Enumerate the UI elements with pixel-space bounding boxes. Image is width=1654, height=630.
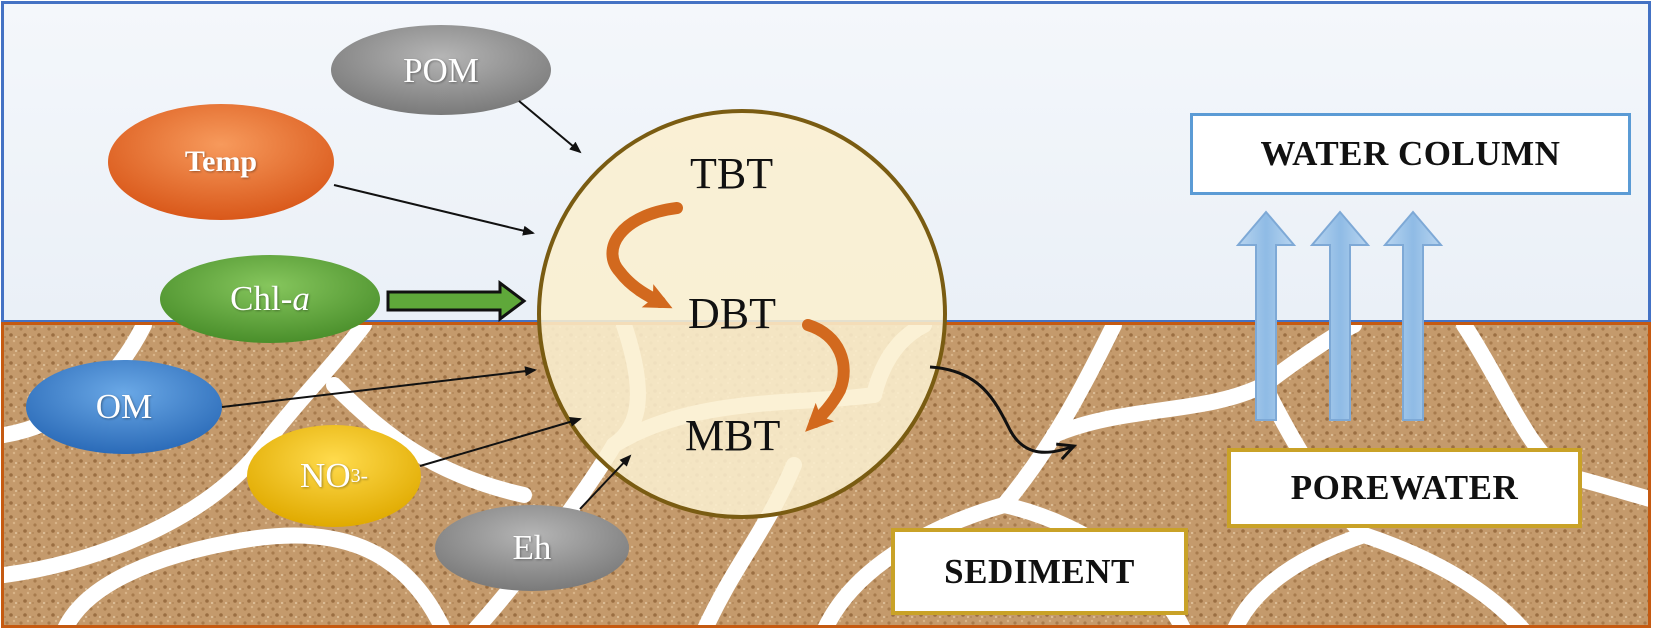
mbt-label: MBT [685,411,781,460]
dbt-to-mbt-arrow [802,319,850,432]
om-label: OM [26,360,222,454]
temp-label: Temp [108,104,334,220]
pom-text: POM [403,50,479,90]
no3-ellipse [247,425,421,527]
tbt-label: TBT [690,149,774,198]
pom-ellipse [331,25,551,115]
sediment-text: SEDIMENT [944,551,1135,591]
no3-sub-text: 3 [350,464,361,487]
chl-ellipse [160,255,380,343]
eh-arrow [579,454,632,510]
flux-arrow-1 [1235,210,1297,421]
temp-arrow [333,184,535,236]
no3-base-text: NO [300,456,351,495]
flux-arrow-3 [1382,210,1444,421]
circle-to-sediment-arrow [929,365,1078,461]
sediment-label: SEDIMENT [891,528,1188,615]
eh-text: Eh [512,528,552,567]
temp-ellipse [108,104,334,220]
chl-suffix-text: a [292,279,310,318]
om-arrow [221,366,537,408]
chl-arrow [386,280,527,322]
chl-label: Chl-a [160,255,380,343]
water-column-text: WATER COLUMN [1260,134,1561,173]
porewater-label: POREWATER [1227,448,1582,528]
flux-arrow-2 [1309,210,1371,421]
no3-sup-text: - [360,463,368,488]
chl-prefix-text: Chl- [230,279,293,318]
om-text: OM [95,387,153,426]
water-column-label: WATER COLUMN [1190,113,1631,195]
pom-label: POM [331,28,551,113]
temp-text: Temp [184,145,258,178]
eh-ellipse [435,505,629,591]
no3-arrow [419,417,582,467]
dbt-label: DBT [688,289,776,338]
porewater-text: POREWATER [1290,468,1519,507]
tbt-to-dbt-arrow [606,202,683,309]
eh-label: Eh [435,505,629,591]
pom-arrow [518,100,582,154]
om-ellipse [26,360,222,454]
